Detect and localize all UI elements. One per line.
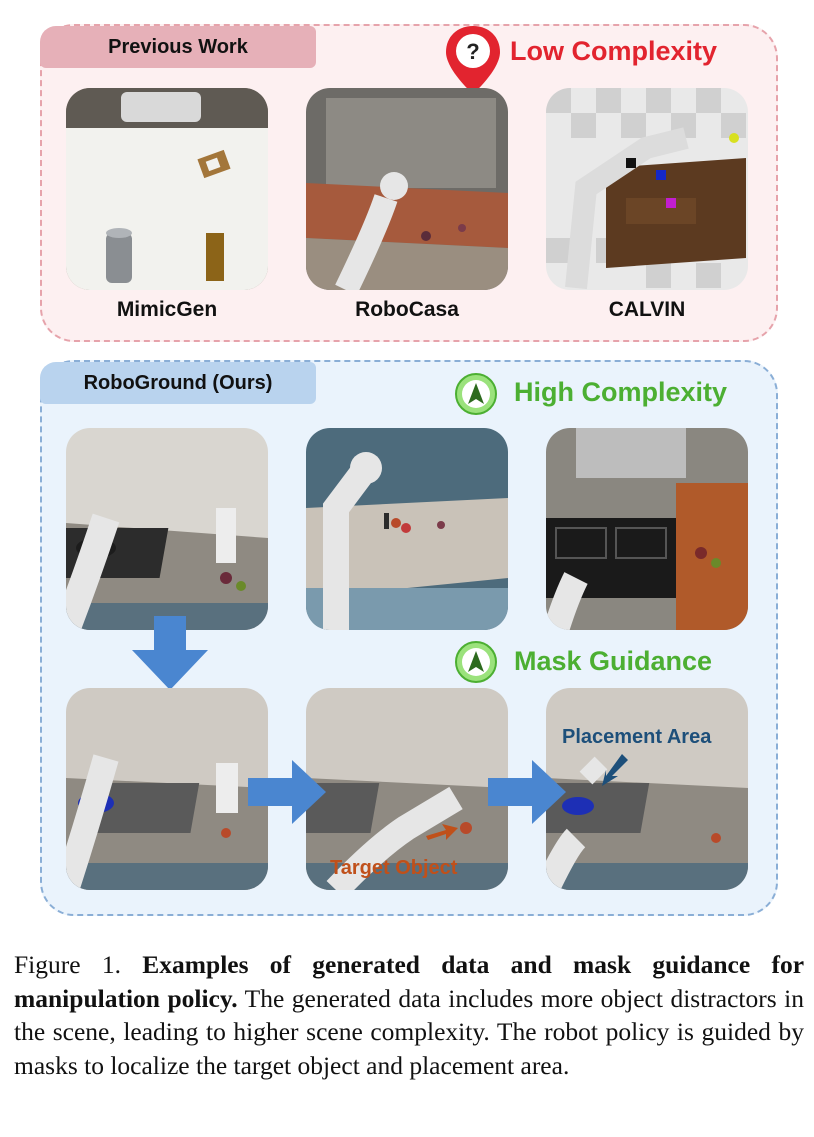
kitchen-scene-1-thumbnail <box>66 428 268 630</box>
high-complexity-heading: High Complexity <box>514 377 728 407</box>
target-object-label: Target Object <box>330 857 458 879</box>
mimicgen-label: MimicGen <box>116 298 218 321</box>
navigation-arrow-icon <box>455 373 497 415</box>
navigation-arrow-icon-2 <box>455 641 497 683</box>
robocasa-label: RoboCasa <box>355 298 459 321</box>
caption-label: Figure 1. <box>14 950 121 979</box>
figure-caption: Figure 1. Examples of generated data and… <box>14 948 804 1082</box>
calvin-label: CALVIN <box>608 298 686 321</box>
roboground-tag: RoboGround (Ours) <box>40 362 316 404</box>
caption-text: The generated data includes more object … <box>14 983 804 1080</box>
svg-text:?: ? <box>466 39 479 64</box>
down-arrow-icon <box>132 616 208 690</box>
mask-guidance-heading: Mask Guidance <box>514 646 713 676</box>
robocasa-thumbnail <box>306 88 508 290</box>
previous-work-tag: Previous Work <box>40 26 316 68</box>
mask-step-3-thumbnail <box>546 688 748 890</box>
right-arrow-icon-2 <box>488 760 566 824</box>
mimicgen-thumbnail <box>66 88 268 290</box>
low-complexity-heading: Low Complexity <box>510 36 718 66</box>
calvin-thumbnail <box>546 88 748 290</box>
caption-bold: Examples of generated data and mask guid… <box>14 950 805 1013</box>
placement-area-label: Placement Area <box>562 726 712 748</box>
mask-step-1-thumbnail <box>66 688 268 890</box>
mask-step-2-thumbnail <box>306 688 508 890</box>
right-arrow-icon-1 <box>248 760 326 824</box>
kitchen-scene-2-thumbnail <box>306 428 508 630</box>
kitchen-scene-3-thumbnail <box>546 428 748 630</box>
